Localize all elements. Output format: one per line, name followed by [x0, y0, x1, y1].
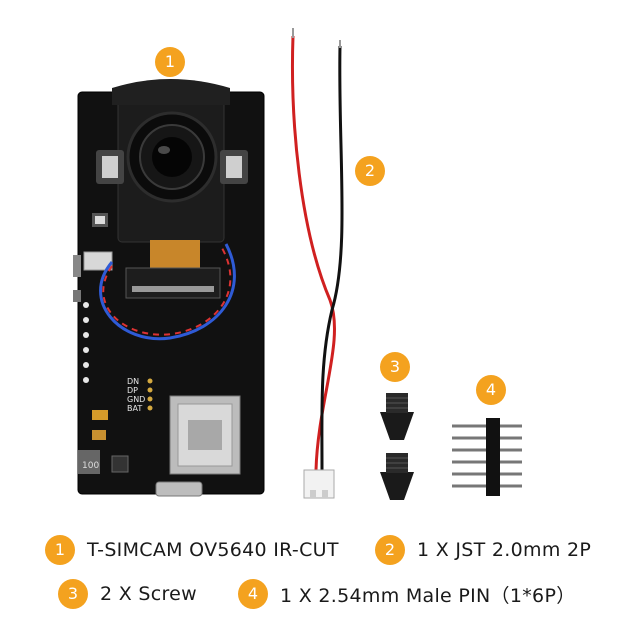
- screws: [380, 393, 414, 500]
- legend-text: T-SIMCAM OV5640 IR-CUT: [87, 539, 339, 561]
- callout-badge-3: 3: [380, 352, 410, 382]
- pin-labels: DN DP GND BAT: [127, 377, 145, 413]
- legend-badge: 4: [238, 579, 268, 609]
- t-simcam-board: DN DP GND BAT 100: [73, 79, 265, 497]
- legend-badge: 3: [58, 579, 88, 609]
- legend-item-3: 3 2 X Screw: [58, 577, 197, 611]
- product-photo: DN DP GND BAT 100: [73, 28, 522, 500]
- callout-badge-4: 4: [476, 375, 506, 405]
- legend-badge: 2: [375, 535, 405, 565]
- legend-badge: 1: [45, 535, 75, 565]
- male-pin-header: [452, 418, 522, 496]
- pin-label: DN: [127, 377, 139, 386]
- pin-label: BAT: [127, 404, 142, 413]
- pin-label: DP: [127, 386, 138, 395]
- callout-badge-2: 2: [355, 156, 385, 186]
- legend-text: 1 X 2.54mm Male PIN（1*6P）: [280, 584, 576, 607]
- legend-item-1: 1 T-SIMCAM OV5640 IR-CUT: [45, 533, 339, 567]
- pin-label: GND: [127, 395, 145, 404]
- led-dots: [83, 302, 89, 383]
- legend-item-4: 4 1 X 2.54mm Male PIN（1*6P）: [238, 577, 576, 611]
- legend-text: 1 X JST 2.0mm 2P: [417, 539, 592, 561]
- sim-card-slot: [169, 395, 241, 475]
- jst-cable: [290, 28, 344, 499]
- silkscreen-text: 100: [82, 461, 99, 471]
- camera-module: [96, 79, 248, 299]
- product-illustration: DN DP GND BAT 100: [73, 28, 522, 500]
- callout-badge-1: 1: [155, 47, 185, 77]
- legend-text: 2 X Screw: [100, 583, 198, 605]
- legend-item-2: 2 1 X JST 2.0mm 2P: [375, 533, 591, 567]
- component-legend: 1 T-SIMCAM OV5640 IR-CUT 2 1 X JST 2.0mm…: [0, 525, 640, 635]
